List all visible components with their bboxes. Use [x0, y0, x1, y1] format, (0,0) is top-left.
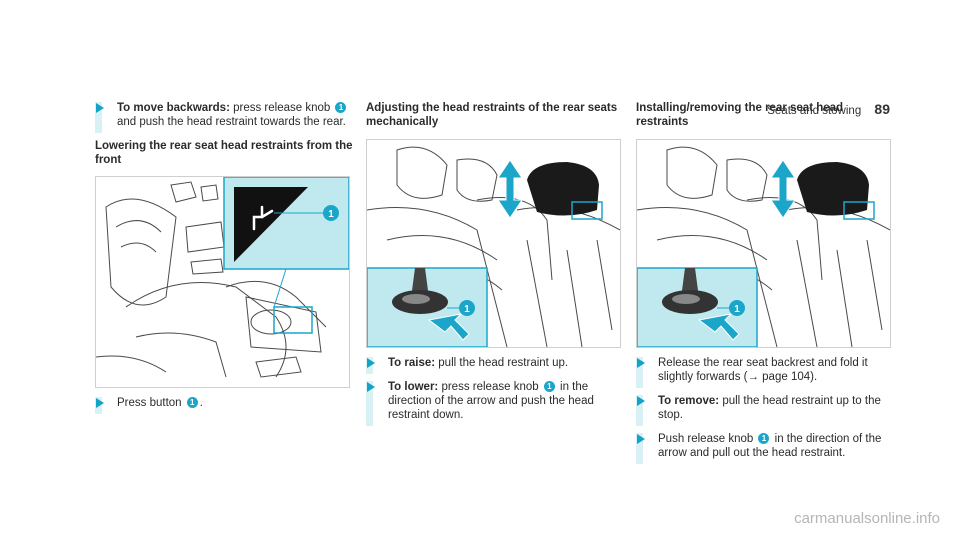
- callout-badge: 1: [758, 433, 770, 444]
- figure-head-restraint-remove: 1: [636, 139, 891, 348]
- page-number: 89: [874, 101, 890, 117]
- instruction-step: Press button 1.: [95, 396, 355, 414]
- instruction-step: Push release knob 1 in the direction of …: [636, 432, 891, 464]
- callout-badge: 1: [186, 397, 198, 408]
- bullet-arrow-icon: [96, 103, 104, 113]
- step-label: To move backwards:: [117, 102, 230, 114]
- bullet-bar: [636, 395, 643, 426]
- figure-console-button: 1: [95, 176, 350, 388]
- bullet-arrow-icon: [637, 434, 645, 444]
- instruction-step: To move backwards: press release knob 1 …: [95, 101, 355, 133]
- column-3: Installing/removing the rear seat head r…: [636, 101, 891, 129]
- bullet-arrow-icon: [637, 358, 645, 368]
- column-1-lower: Press button 1.: [95, 396, 355, 420]
- column-3-lower: Release the rear seat backrest and fold …: [636, 356, 891, 470]
- page-header: Seats and stowing 89: [767, 101, 890, 117]
- instruction-step: To lower: press release knob 1 in the di…: [366, 380, 621, 426]
- callout-badge: 1: [335, 102, 347, 113]
- column-1: To move backwards: press release knob 1 …: [95, 101, 355, 167]
- step-label: To remove:: [658, 395, 720, 407]
- bullet-arrow-icon: [367, 382, 375, 392]
- section-heading: Installing/removing the rear seat head r…: [636, 102, 844, 128]
- bullet-arrow-icon: [637, 396, 645, 406]
- step-label: To lower:: [388, 381, 439, 393]
- bullet-arrow-icon: [367, 358, 375, 368]
- instruction-step: To raise: pull the head restraint up.: [366, 356, 621, 374]
- watermark: carmanualsonline.info: [794, 510, 940, 527]
- instruction-step: To remove: pull the head restraint up to…: [636, 394, 891, 426]
- callout-badge: 1: [543, 381, 555, 392]
- callout-badge-text: 1: [734, 304, 740, 315]
- bullet-bar: [636, 357, 643, 388]
- figure-head-restraint-adjust: 1: [366, 139, 621, 348]
- bullet-bar: [636, 433, 643, 464]
- step-label: To raise:: [388, 357, 436, 369]
- section-title: Seats and stowing: [767, 105, 862, 117]
- bullet-arrow-icon: [96, 398, 104, 408]
- bullet-bar: [95, 102, 102, 133]
- section-heading: Adjusting the head restraints of the rea…: [366, 102, 618, 128]
- callout-badge-text: 1: [328, 209, 334, 220]
- instruction-step: Release the rear seat backrest and fold …: [636, 356, 891, 388]
- column-2-lower: To raise: pull the head restraint up. To…: [366, 356, 621, 432]
- column-2: Adjusting the head restraints of the rea…: [366, 101, 621, 129]
- section-heading: Lowering the rear seat head restraints f…: [95, 140, 353, 166]
- bullet-bar: [366, 381, 373, 426]
- callout-badge-text: 1: [464, 304, 470, 315]
